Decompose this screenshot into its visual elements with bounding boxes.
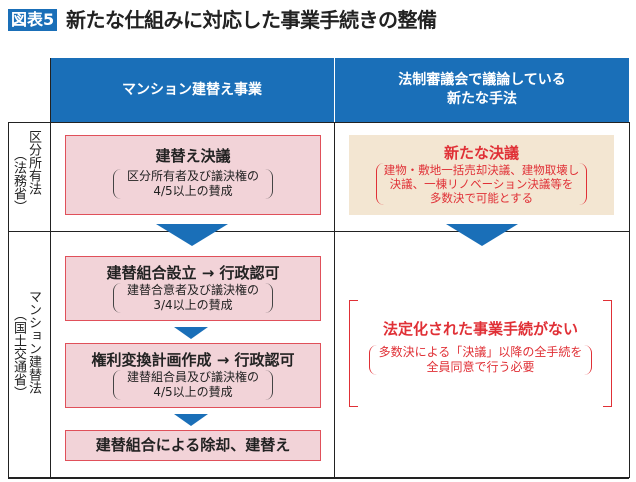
box-title: 権利変換計画作成 → 行政認可	[91, 351, 295, 369]
header-col-mansion: マンション建替え事業	[50, 58, 334, 122]
box-description: 多数決による「決議」以降の全手続を全員同意で行う必要	[368, 345, 593, 375]
box-demolition: 建替組合による除却、建替え	[65, 430, 321, 461]
box-title: 建替組合設立 → 行政認可	[106, 264, 280, 282]
header-col-new-method: 法制審議会で議論している新たな手法	[335, 58, 629, 122]
header-label-line1: 法制審議会で議論している	[398, 72, 566, 88]
left-bracket	[349, 300, 358, 407]
row-label-mansion: （国土交通省） マンション建替法	[11, 290, 41, 450]
description-line: 多数決で可能とする	[429, 191, 534, 205]
divider	[629, 122, 630, 478]
divider	[8, 231, 629, 232]
description-line: 決議、一棟リノベーション決議等を	[389, 177, 574, 191]
arrow-down-icon	[174, 327, 208, 339]
figure-badge: 図表5	[8, 9, 58, 31]
row-label-main: 区分所有法	[26, 130, 41, 195]
box-title: 建替組合による除却、建替え	[95, 436, 291, 454]
condition-line: 3/4以上の賛成	[153, 298, 233, 312]
box-description: 建物・敷地一括売却決議、建物取壊し決議、一棟リノベーション決議等を多数決で可能と…	[375, 163, 588, 205]
condition-line: 区分所有者及び議決権の	[126, 169, 259, 183]
description-line: 多数決による「決議」以降の全手続を	[378, 345, 583, 359]
condition-line: 建替組合員及び議決権の	[126, 370, 259, 384]
header-label: マンション建替え事業	[122, 81, 262, 98]
figure-title: 新たな仕組みに対応した事業手続きの整備	[66, 8, 437, 32]
condition-line: 4/5以上の賛成	[153, 385, 233, 399]
divider	[50, 58, 51, 478]
header-label-line2: 新たな手法	[447, 91, 517, 107]
divider	[334, 122, 335, 478]
condition-line: 建替合意者及び議決権の	[126, 283, 259, 297]
box-title: 法定化された事業手続がない	[382, 320, 578, 338]
divider	[8, 477, 629, 479]
row-label-main: マンション建替法	[26, 290, 41, 394]
row-label-sub: （国土交通省）	[11, 308, 26, 399]
divider	[8, 122, 9, 478]
arrow-down-icon	[446, 224, 518, 246]
arrow-down-icon	[174, 414, 208, 426]
row-label-kubun: （法務省） 区分所有法	[11, 130, 41, 225]
right-bracket	[603, 300, 612, 407]
box-title: 新たな決議	[443, 144, 519, 162]
divider	[8, 122, 629, 123]
description-line: 全員同意で行う必要	[426, 360, 535, 374]
row-label-sub: （法務省）	[11, 148, 26, 213]
box-no-procedure: 法定化された事業手続がない 多数決による「決議」以降の全手続を全員同意で行う必要	[349, 300, 612, 407]
description-line: 建物・敷地一括売却決議、建物取壊し	[383, 163, 580, 177]
box-title: 建替え決議	[155, 147, 231, 165]
condition-line: 4/5以上の賛成	[153, 184, 233, 198]
box-new-resolution: 新たな決議 建物・敷地一括売却決議、建物取壊し決議、一棟リノベーション決議等を多…	[349, 135, 614, 215]
arrow-down-icon	[156, 224, 228, 246]
